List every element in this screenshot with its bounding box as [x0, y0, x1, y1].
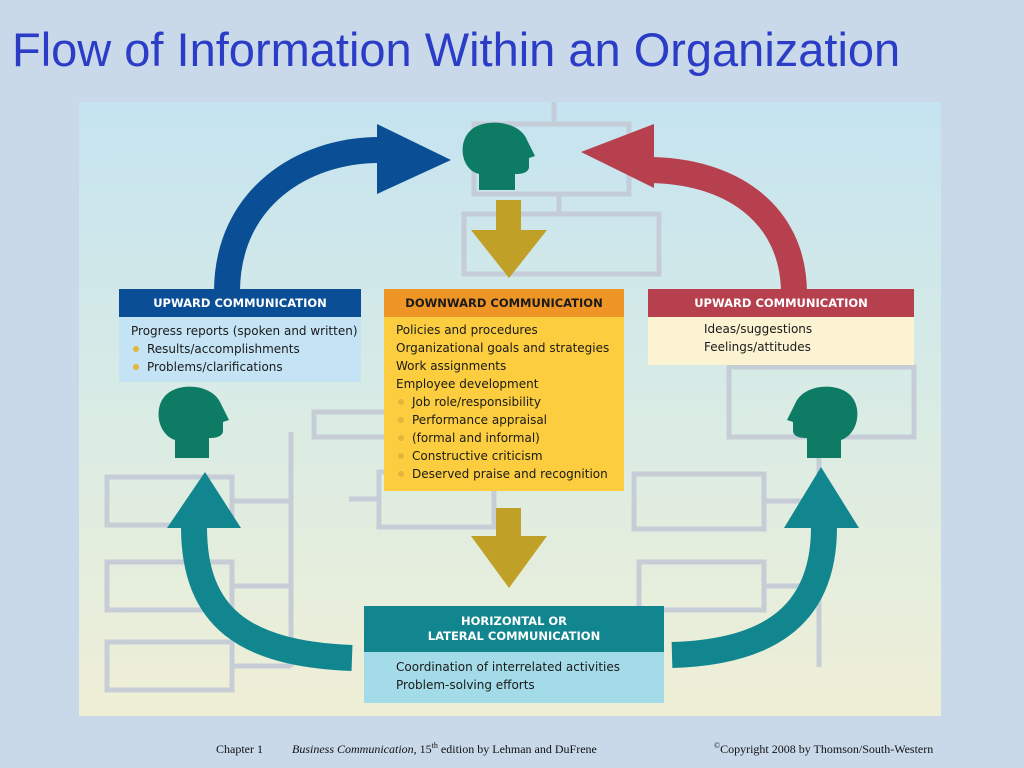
downward-communication-box: DOWNWARD COMMUNICATION Policies and proc… — [384, 289, 624, 491]
downward-line-3: Employee development — [396, 377, 539, 391]
horizontal-header-line2: LATERAL COMMUNICATION — [427, 629, 601, 643]
footer-copyright-text: Copyright 2008 by Thomson/South-Western — [720, 742, 934, 756]
downward-line-8: Deserved praise and recognition — [396, 465, 624, 483]
downward-header: DOWNWARD COMMUNICATION — [384, 289, 624, 317]
downward-arrow-bottom — [471, 508, 547, 588]
copyright-symbol: © — [714, 741, 721, 750]
footer-edition-sup: th — [431, 741, 438, 750]
downward-line-2: Work assignments — [396, 359, 507, 373]
upward-right-body: Ideas/suggestions Feelings/attitudes — [648, 317, 914, 365]
downward-line-5: Performance appraisal — [396, 411, 624, 429]
upward-right-line-1: Feelings/attitudes — [704, 340, 811, 354]
footer-edition: Business Communication, 15th edition by … — [292, 742, 597, 757]
upward-left-arrowhead — [377, 124, 451, 194]
upward-communication-left-box: UPWARD COMMUNICATION Progress reports (s… — [119, 289, 361, 382]
downward-body: Policies and procedures Organizational g… — [384, 317, 624, 491]
upward-left-line-1: Results/accomplishments — [131, 340, 361, 358]
footer-copyright: ©Copyright 2008 by Thomson/South-Western — [714, 742, 933, 757]
footer-edition-num: , 15 — [413, 742, 432, 756]
bullet-icon — [133, 364, 139, 370]
bullet-icon — [398, 399, 404, 405]
head-top-icon — [462, 122, 535, 190]
upward-left-body: Progress reports (spoken and written) Re… — [119, 317, 361, 382]
bullet-icon — [133, 346, 139, 352]
horizontal-header-line1: HORIZONTAL OR — [460, 614, 568, 628]
head-left-icon — [158, 386, 229, 458]
upward-right-arrow — [646, 157, 807, 295]
downward-arrow-top — [471, 200, 547, 278]
upward-left-line-0: Progress reports (spoken and written) — [131, 324, 358, 338]
downward-line-1: Organizational goals and strategies — [396, 341, 610, 355]
head-right-icon — [787, 386, 858, 458]
upward-communication-right-box: UPWARD COMMUNICATION Ideas/suggestions F… — [648, 289, 914, 365]
horizontal-body: Coordination of interrelated activities … — [364, 652, 664, 703]
horizontal-line-1: Problem-solving efforts — [396, 678, 535, 692]
horizontal-left-arrowhead — [167, 472, 241, 528]
upward-left-line-2: Problems/clarifications — [131, 358, 361, 376]
downward-line-7: Constructive criticism — [396, 447, 624, 465]
upward-right-line-0: Ideas/suggestions — [704, 322, 813, 336]
upward-right-header: UPWARD COMMUNICATION — [648, 289, 914, 317]
horizontal-right-arrowhead — [784, 467, 859, 528]
downward-line-0: Policies and procedures — [396, 323, 538, 337]
downward-line-4: Job role/responsibility — [396, 393, 624, 411]
horizontal-left-arrow — [181, 526, 353, 671]
upward-left-header: UPWARD COMMUNICATION — [119, 289, 361, 317]
horizontal-line-0: Coordination of interrelated activities — [396, 660, 620, 674]
bullet-icon — [398, 417, 404, 423]
horizontal-header: HORIZONTAL OR LATERAL COMMUNICATION — [364, 606, 664, 652]
footer-book-title: Business Communication — [292, 742, 414, 756]
horizontal-right-arrow — [671, 526, 837, 668]
slide-title: Flow of Information Within an Organizati… — [12, 23, 901, 76]
upward-right-arrowhead — [581, 124, 654, 188]
footer-edition-rest: edition by Lehman and DuFrene — [437, 742, 597, 756]
bullet-icon — [398, 453, 404, 459]
horizontal-communication-box: HORIZONTAL OR LATERAL COMMUNICATION Coor… — [364, 606, 664, 703]
bullet-icon — [398, 471, 404, 477]
footer-chapter: Chapter 1 — [216, 742, 263, 756]
bullet-icon — [398, 435, 404, 441]
diagram-panel: UPWARD COMMUNICATION Progress reports (s… — [79, 102, 941, 716]
downward-line-6: (formal and informal) — [396, 429, 624, 447]
upward-left-arrow — [214, 137, 380, 293]
